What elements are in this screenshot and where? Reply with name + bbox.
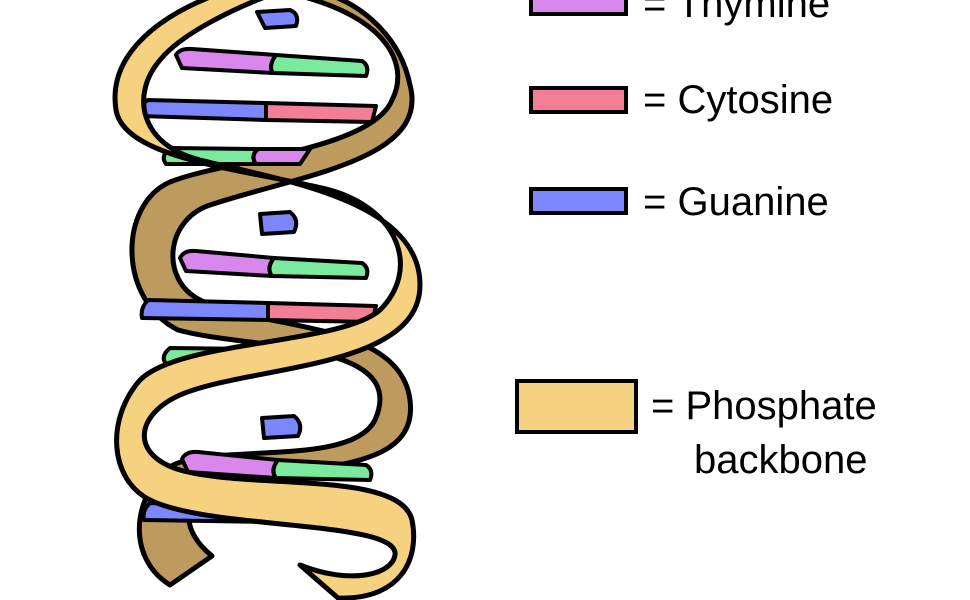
legend-swatch-guanine bbox=[529, 187, 628, 215]
backbone-front bbox=[112, 0, 423, 600]
base-cytosine bbox=[264, 101, 378, 124]
backbone-back bbox=[129, 0, 415, 588]
base-guanine bbox=[139, 298, 270, 322]
legend-label-thymine: = Thymine bbox=[643, 0, 831, 26]
base-thymine bbox=[251, 147, 312, 166]
backbone-front-strand bbox=[112, 0, 423, 600]
legend-label-phosphate: = Phosphate bbox=[651, 384, 877, 428]
base-thymine bbox=[174, 46, 278, 75]
legend-swatch-cytosine bbox=[529, 86, 628, 114]
base-guanine bbox=[137, 98, 268, 122]
base-adenine bbox=[267, 256, 370, 280]
backbone-back-strand bbox=[129, 0, 415, 588]
legend-label-cytosine: = Cytosine bbox=[643, 78, 834, 122]
legend bbox=[515, 0, 638, 434]
base-guanine bbox=[258, 210, 299, 236]
base-guanine bbox=[260, 414, 303, 440]
legend-label-backbone: backbone bbox=[694, 438, 868, 482]
base-thymine bbox=[178, 248, 276, 278]
base-guanine bbox=[255, 8, 300, 30]
base-adenine bbox=[271, 458, 374, 482]
legend-swatch-phosphate bbox=[515, 379, 638, 434]
legend-swatch-thymine bbox=[529, 0, 628, 16]
legend-label-guanine: = Guanine bbox=[643, 180, 829, 224]
base-adenine bbox=[269, 53, 370, 78]
